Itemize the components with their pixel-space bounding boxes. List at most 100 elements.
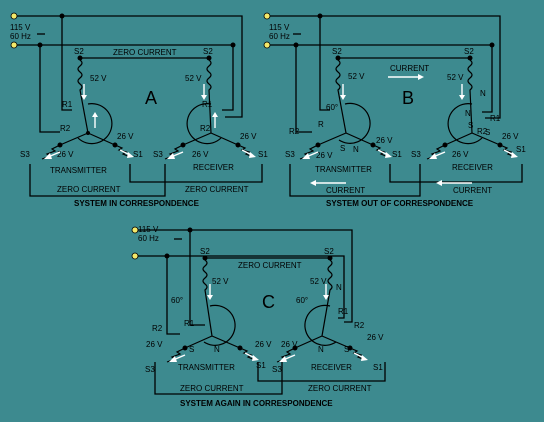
label-s1: S1 — [133, 150, 143, 159]
voltage-label: 26 V — [281, 340, 298, 349]
voltage-label: 52 V — [310, 277, 327, 286]
rotor-coil — [186, 103, 222, 145]
wire — [270, 44, 493, 113]
voltage-label: 26 V — [117, 132, 134, 141]
label-r1: R1 — [202, 100, 213, 109]
power-terminal — [10, 12, 18, 20]
wire — [17, 15, 243, 118]
label-s2: S2 — [464, 47, 474, 56]
wire — [295, 45, 312, 133]
wire — [189, 230, 205, 326]
label-s3: S3 — [285, 150, 295, 159]
wire-s1 — [129, 164, 263, 183]
wire — [39, 45, 60, 133]
transmitter-label: TRANSMITTER — [50, 166, 107, 175]
panel-caption: SYSTEM IN CORRESPONDENCE — [74, 199, 200, 208]
label-s1: S1 — [392, 150, 402, 159]
stator-coil — [206, 59, 212, 134]
voltage-label: 26 V — [376, 136, 393, 145]
label-s1: S1 — [373, 363, 383, 372]
wire — [17, 44, 234, 111]
label-s2: S2 — [324, 247, 334, 256]
wire — [166, 256, 180, 335]
pole-label: N — [318, 345, 324, 354]
voltage-label: 26 V — [452, 150, 469, 159]
stator-coil — [59, 132, 116, 146]
power-terminal — [131, 252, 139, 260]
label-s2: S2 — [200, 247, 210, 256]
pole-label: N — [465, 109, 471, 118]
label-s2: S2 — [74, 47, 84, 56]
pole-label: S — [485, 128, 490, 137]
voltage-label: 52 V — [348, 72, 365, 81]
label-s3: S3 — [20, 150, 30, 159]
source-voltage: 115 V — [10, 23, 31, 32]
panel-b: 115 V 60 Hz S2 S2 CURRENT 60° R R2 52 V … — [263, 12, 526, 208]
voltage-label: 26 V — [57, 150, 74, 159]
voltage-label: 52 V — [90, 74, 107, 83]
angle-label: 60° — [296, 296, 308, 305]
label-s1: S1 — [258, 150, 268, 159]
label-r1: R1 — [490, 114, 501, 123]
label-r2: R2 — [200, 124, 211, 133]
panel-caption: SYSTEM OUT OF CORRESPONDENCE — [326, 199, 474, 208]
source-frequency: 60 Hz — [138, 234, 159, 243]
pole-label: S — [468, 121, 473, 130]
wire-s3 — [29, 164, 166, 197]
label-s3: S3 — [153, 150, 163, 159]
label-r1: R1 — [62, 100, 73, 109]
wire — [270, 15, 501, 119]
voltage-label: 52 V — [185, 74, 202, 83]
bottom-current-label: CURRENT — [453, 186, 492, 195]
bottom-current-label: ZERO CURRENT — [57, 185, 121, 194]
voltage-label: 26 V — [146, 340, 163, 349]
receiver-label: RECEIVER — [311, 363, 352, 372]
panel-a: 115 V 60 Hz S2 S2 ZERO CURRENT R1 R2 52 … — [10, 12, 268, 208]
voltage-label: 26 V — [316, 151, 333, 160]
wire — [138, 255, 345, 319]
top-current-label: CURRENT — [390, 64, 429, 73]
source-frequency: 60 Hz — [10, 32, 31, 41]
label-r1: R1 — [338, 307, 349, 316]
rotor-coil — [77, 103, 113, 145]
angle-label: 60° — [326, 103, 338, 112]
label-r2: R2 — [354, 321, 365, 330]
wire-s3 — [289, 164, 421, 197]
power-terminal — [263, 12, 271, 20]
label-r2: R2 — [477, 127, 488, 136]
wire-s1 — [257, 362, 386, 382]
bottom-current-label: ZERO CURRENT — [308, 384, 372, 393]
panel-letter: C — [262, 292, 275, 312]
wire-s1 — [389, 164, 523, 183]
label-s1: S1 — [516, 145, 526, 154]
source-frequency: 60 Hz — [269, 32, 290, 41]
wire-s3 — [154, 362, 283, 395]
bottom-current-label: CURRENT — [326, 186, 365, 195]
wire — [138, 229, 353, 323]
power-terminal — [263, 41, 271, 49]
power-terminal — [10, 41, 18, 49]
label-s3: S3 — [145, 365, 155, 374]
pole-label: N — [480, 89, 486, 98]
bottom-current-label: ZERO CURRENT — [185, 185, 249, 194]
voltage-label: 52 V — [447, 73, 464, 82]
stator-coil — [77, 59, 89, 134]
label-s3: S3 — [272, 365, 282, 374]
voltage-label: 26 V — [367, 333, 384, 342]
panel-c: 115 V 60 Hz S2 S2 ZERO CURRENT 60° R1 R2… — [131, 225, 386, 408]
pole-label: N — [336, 283, 342, 292]
pole-label: S — [344, 345, 349, 354]
receiver-label: RECEIVER — [452, 163, 493, 172]
receiver-label: RECEIVER — [193, 163, 234, 172]
angle-label: 60° — [171, 296, 183, 305]
voltage-label: 26 V — [240, 132, 257, 141]
label-s1: S1 — [256, 361, 266, 370]
pole-label: S — [189, 345, 194, 354]
panel-letter: B — [402, 88, 414, 108]
label-r2: R2 — [60, 124, 71, 133]
pole-label: N — [214, 345, 220, 354]
label-r1: R1 — [184, 319, 195, 328]
wire — [319, 16, 330, 111]
